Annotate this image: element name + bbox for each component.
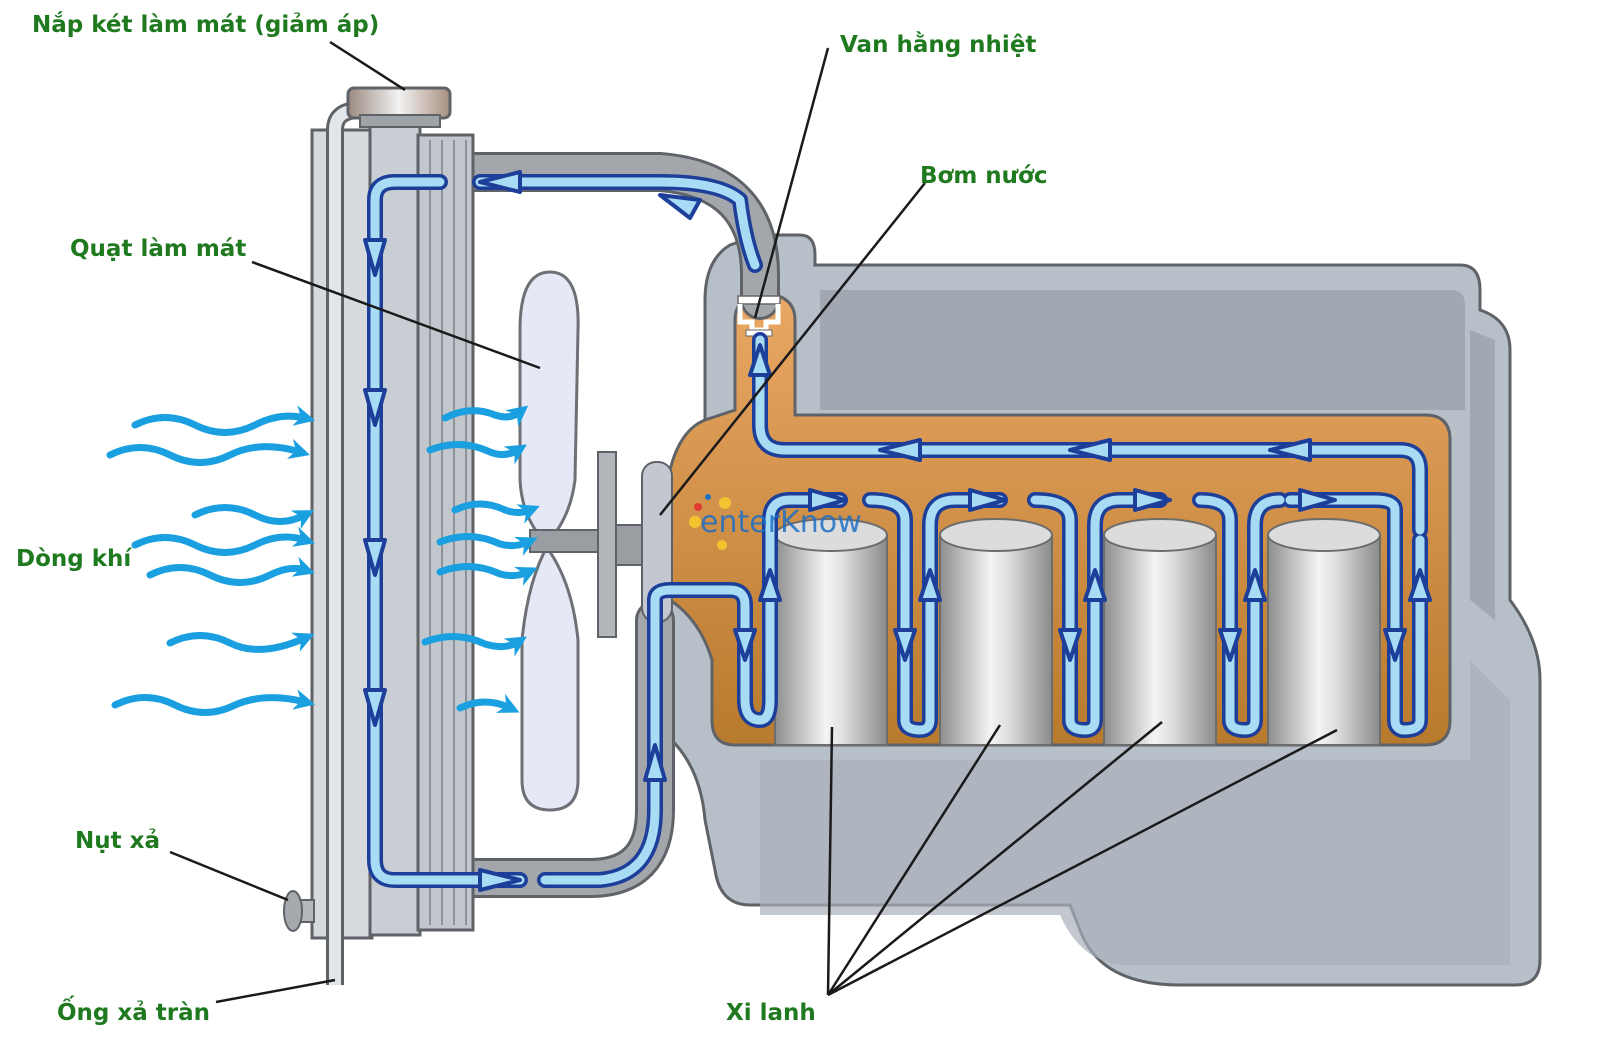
radiator-cap[interactable] [346,86,452,128]
airflow-arrows [106,405,540,716]
leader-cooling-fan [251,260,541,370]
label-drain-plug: Nụt xả [75,828,160,854]
leader-cylinder-4 [827,728,1338,997]
drain-plug[interactable] [283,890,315,932]
watermark-text: enterKnow [700,505,862,540]
label-airflow: Dòng khí [16,546,132,572]
watermark: enterKnow [689,494,862,550]
coolant-flow [363,170,1432,892]
leader-overflow-tube [215,978,336,1004]
leader-cylinder-2 [826,724,1002,996]
cooling-fan [518,270,647,812]
leader-thermostat [753,47,830,319]
labels: Nắp két làm mát (giảm áp) Van hằng nhiệt… [16,11,1048,1026]
label-water-pump: Bơm nước [920,163,1048,189]
leader-drain-plug [169,850,289,902]
label-thermostat: Van hằng nhiệt [840,31,1036,58]
cylinder-3 [1103,518,1217,746]
leader-lines [169,40,1338,1004]
label-radiator-cap: Nắp két làm mát (giảm áp) [32,11,379,38]
flow-arrows [363,170,1432,892]
label-overflow-tube: Ống xả tràn [57,995,210,1026]
label-cylinders: Xi lanh [726,1000,816,1026]
leader-radiator-cap [329,40,406,92]
cylinder-2 [939,518,1053,746]
leader-cylinder-3 [827,721,1163,996]
leader-cylinder-1 [826,726,834,996]
leader-water-pump [659,182,926,516]
label-cooling-fan: Quạt làm mát [70,236,246,262]
cylinder-1 [774,518,888,746]
radiator-fins [429,140,467,925]
cylinders [774,518,1381,746]
cylinder-4 [1267,518,1381,746]
